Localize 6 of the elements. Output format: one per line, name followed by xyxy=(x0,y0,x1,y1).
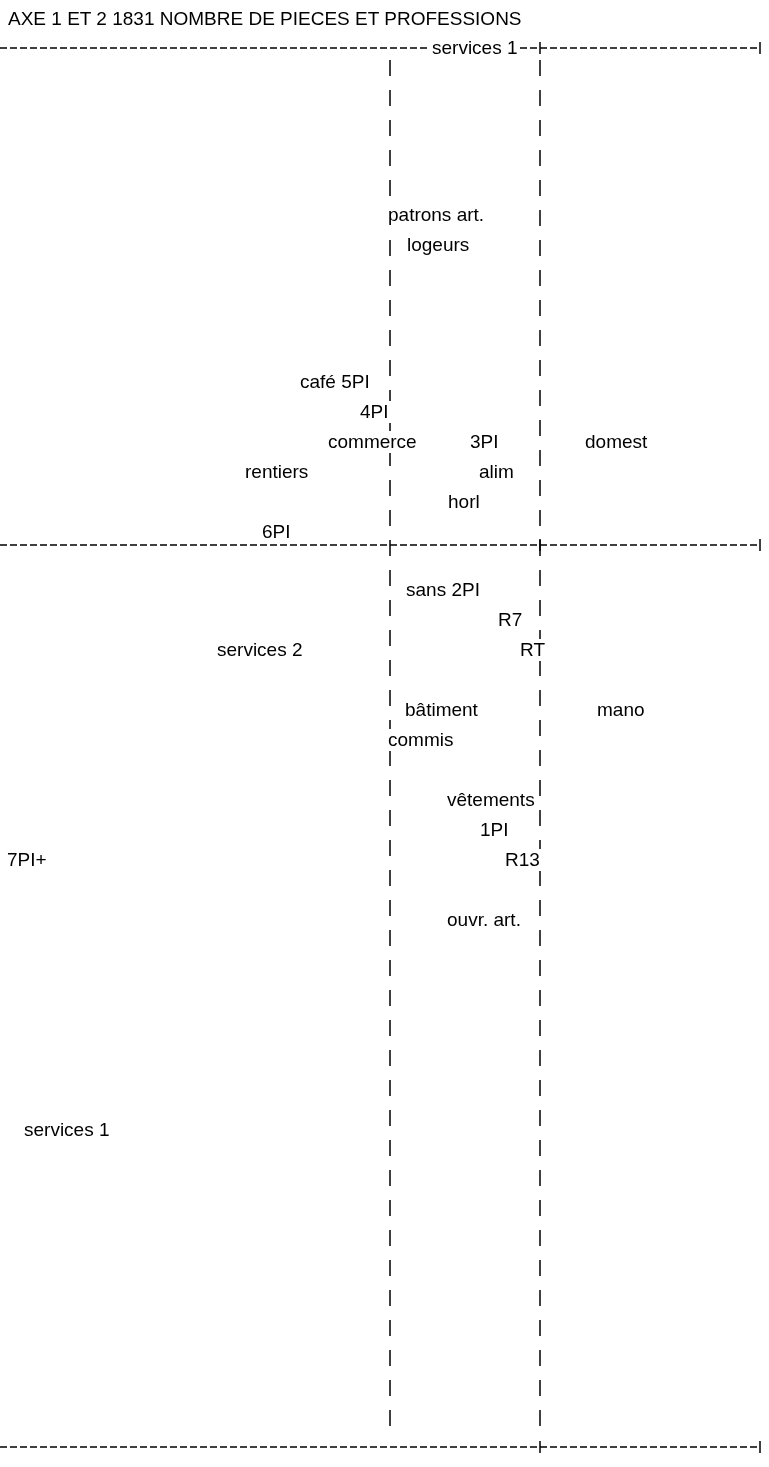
chart-title: AXE 1 ET 2 1831 NOMBRE DE PIECES ET PROFESSIONS xyxy=(8,8,522,30)
axis-label: commerce xyxy=(326,431,419,453)
axis-label: 4PI xyxy=(358,401,391,423)
axis-label: R13 xyxy=(503,849,542,871)
axis-label: commis xyxy=(386,729,456,751)
axis-label: RT xyxy=(518,639,547,661)
